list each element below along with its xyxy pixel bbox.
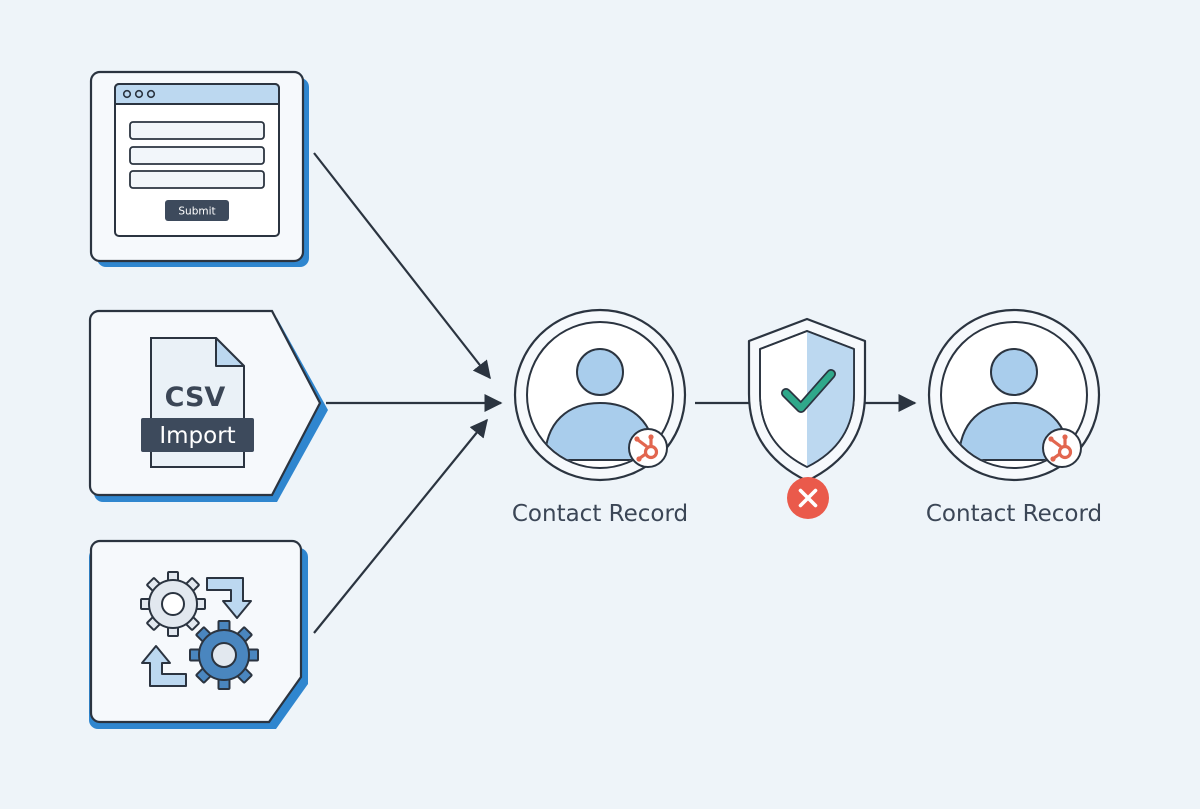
arrow-automation-to-contact: [313, 418, 488, 634]
web-form-card: Submit: [89, 70, 309, 267]
hubspot-icon: [1042, 428, 1082, 468]
arrow-up-icon: [141, 645, 187, 687]
csv-label: CSV: [165, 382, 226, 413]
submit-button-label: Submit: [178, 206, 215, 218]
csv-import-card: CSV Import: [88, 309, 328, 502]
contact-record-before: Contact Record: [512, 308, 688, 527]
contact-record-label: Contact Record: [512, 501, 688, 527]
x-icon: [787, 477, 829, 519]
submit-button[interactable]: Submit: [165, 200, 229, 221]
contact-record-label: Contact Record: [926, 501, 1102, 527]
import-label: Import: [159, 423, 235, 449]
gears-workflow-icon: [140, 571, 259, 690]
form-field-3[interactable]: [129, 170, 265, 189]
automation-card: [89, 539, 308, 729]
arrow-form-to-contact: [313, 152, 491, 380]
connector-arrows: [313, 152, 917, 634]
arrow-down-icon: [206, 577, 252, 619]
csv-file-icon: CSV Import: [141, 337, 254, 468]
gear-icon: [189, 620, 259, 690]
hubspot-icon: [628, 428, 668, 468]
contact-record-after: Contact Record: [926, 308, 1102, 527]
form-field-2[interactable]: [129, 146, 265, 165]
form-field-1[interactable]: [129, 121, 265, 140]
validation-step: [747, 317, 867, 519]
gear-icon: [140, 571, 206, 637]
